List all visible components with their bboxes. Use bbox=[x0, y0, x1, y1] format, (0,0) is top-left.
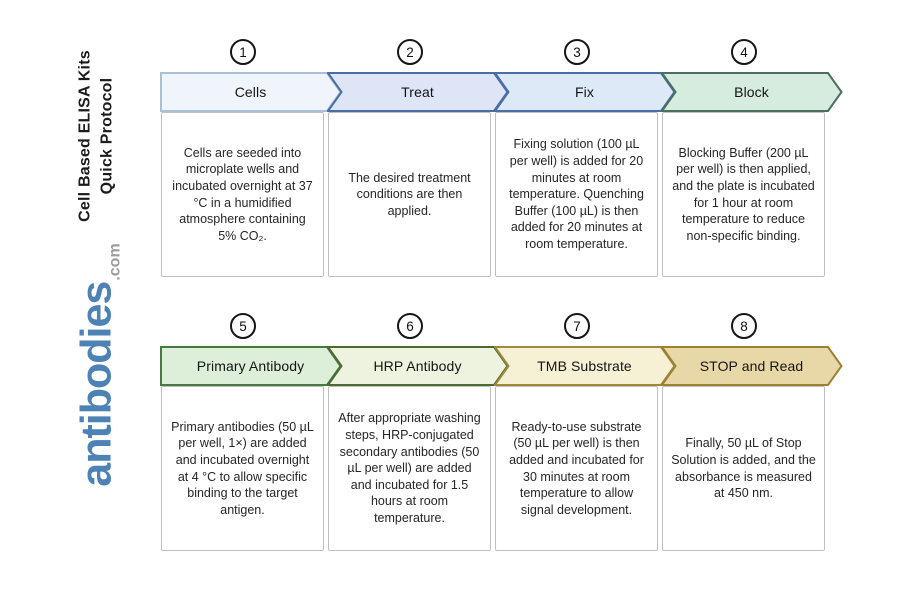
step-5-arrow-label: Primary Antibody bbox=[196, 358, 305, 374]
step-5-description-box: Primary antibodies (50 µL per well, 1×) … bbox=[161, 386, 324, 551]
step-1-number-badge: 1 bbox=[230, 39, 256, 65]
step-6-number-badge: 6 bbox=[397, 313, 423, 339]
step-3-description-box: Fixing solution (100 µL per well) is add… bbox=[495, 112, 658, 277]
poster-title-line1: Cell Based ELISA Kits bbox=[76, 50, 94, 222]
step-number: 7 bbox=[573, 318, 581, 334]
step-number: 8 bbox=[740, 318, 748, 334]
step-5: 5 Primary Antibody Primary antibodies (5… bbox=[160, 313, 342, 553]
poster-title: Cell Based ELISA Kits Quick Protocol bbox=[74, 50, 117, 222]
step-number: 1 bbox=[239, 44, 247, 60]
step-6-arrow-label: HRP Antibody bbox=[373, 358, 462, 374]
protocol-row-2: 5 Primary Antibody Primary antibodies (5… bbox=[160, 313, 850, 553]
step-4-description-box: Blocking Buffer (200 µL per well) is the… bbox=[662, 112, 825, 277]
step-description-text: Cells are seeded into microplate wells a… bbox=[172, 145, 313, 243]
step-7-number-badge: 7 bbox=[564, 313, 590, 339]
step-4-arrow-shape bbox=[661, 72, 843, 112]
step-6: 6 HRP Antibody After appropriate washing… bbox=[327, 313, 509, 553]
step-8-arrow-shape bbox=[661, 346, 843, 386]
step-description-text: Primary antibodies (50 µL per well, 1×) … bbox=[171, 419, 314, 517]
step-8-description-box: Finally, 50 µL of Stop Solution is added… bbox=[662, 386, 825, 551]
step-6-description-box: After appropriate washing steps, HRP-con… bbox=[328, 386, 491, 551]
step-5-number-badge: 5 bbox=[230, 313, 256, 339]
step-number: 4 bbox=[740, 44, 748, 60]
step-2: 2 Treat The desired treatment conditions… bbox=[327, 39, 509, 279]
step-4: 4 Block Blocking Buffer (200 µL per well… bbox=[661, 39, 843, 279]
step-3: 3 Fix Fixing solution (100 µL per well) … bbox=[494, 39, 676, 279]
step-description-text: After appropriate washing steps, HRP-con… bbox=[338, 411, 481, 526]
antibodies-logo: antibodies.com bbox=[72, 243, 124, 487]
step-4-number-badge: 4 bbox=[731, 39, 757, 65]
step-8-number-badge: 8 bbox=[731, 313, 757, 339]
step-number: 3 bbox=[573, 44, 581, 60]
step-7: 7 TMB Substrate Ready-to-use substrate (… bbox=[494, 313, 676, 553]
step-4-arrow-label: Block bbox=[734, 84, 769, 100]
step-2-description-box: The desired treatment conditions are the… bbox=[328, 112, 491, 277]
step-8: 8 STOP and Read Finally, 50 µL of Stop S… bbox=[661, 313, 843, 553]
step-description-text: Ready-to-use substrate (50 µL per well) … bbox=[509, 419, 644, 517]
step-number: 6 bbox=[406, 318, 414, 334]
poster-title-line2: Quick Protocol bbox=[98, 77, 115, 195]
protocol-row-1: 1 Cells Cells are seeded into microplate… bbox=[160, 39, 850, 279]
step-3-arrow-label: Fix bbox=[575, 84, 594, 100]
step-1: 1 Cells Cells are seeded into microplate… bbox=[160, 39, 342, 279]
step-7-description-box: Ready-to-use substrate (50 µL per well) … bbox=[495, 386, 658, 551]
step-description-text: Fixing solution (100 µL per well) is add… bbox=[509, 137, 644, 252]
step-number: 5 bbox=[239, 318, 247, 334]
step-1-arrow-label: Cells bbox=[234, 84, 267, 100]
step-description-text: Blocking Buffer (200 µL per well) is the… bbox=[672, 145, 815, 243]
step-8-arrow-label: STOP and Read bbox=[699, 358, 804, 374]
step-number: 2 bbox=[406, 44, 414, 60]
step-description-text: The desired treatment conditions are the… bbox=[348, 170, 471, 218]
logo-domain-suffix: .com bbox=[106, 243, 124, 281]
logo-wordmark: antibodies bbox=[72, 281, 121, 487]
step-7-arrow-label: TMB Substrate bbox=[537, 358, 632, 374]
step-1-description-box: Cells are seeded into microplate wells a… bbox=[161, 112, 324, 277]
step-description-text: Finally, 50 µL of Stop Solution is added… bbox=[671, 436, 816, 501]
step-2-arrow-label: Treat bbox=[401, 84, 434, 100]
step-3-number-badge: 3 bbox=[564, 39, 590, 65]
step-2-number-badge: 2 bbox=[397, 39, 423, 65]
